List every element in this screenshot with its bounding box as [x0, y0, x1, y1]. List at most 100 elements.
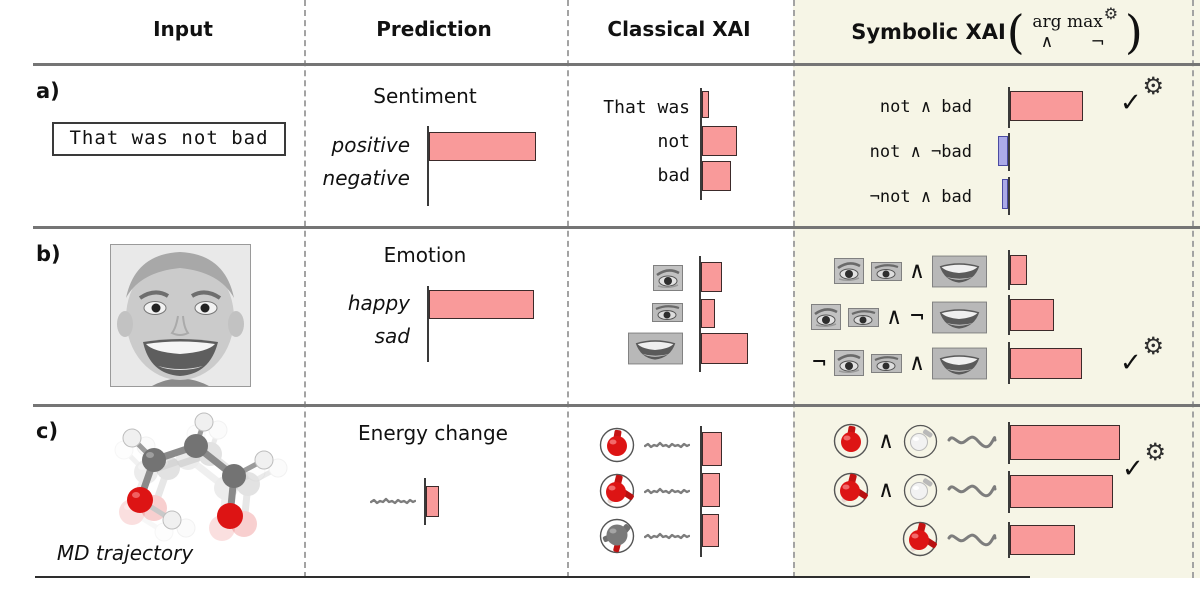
squiggle-big-icon: [947, 479, 997, 501]
md-trajectory-caption: MD trajectory: [56, 541, 194, 565]
and-operator: ∧: [887, 303, 902, 330]
classical-row: [653, 264, 683, 291]
row-label-a: a): [36, 79, 60, 103]
symbolic-query-row: ∧: [833, 471, 997, 509]
logic-operators-label: ∧ ¬: [1040, 32, 1121, 52]
bar-positive: [429, 132, 536, 161]
atom-oxygen-bonded-icon: [833, 472, 869, 508]
bar-query: [1002, 179, 1008, 209]
argmax-label: arg max: [1032, 12, 1103, 32]
axis-tick: [1008, 250, 1010, 290]
and-operator: ∧: [879, 476, 893, 503]
input-molecule-image: [92, 408, 292, 543]
class-label-sad: sad: [374, 324, 410, 348]
and-operator: ∧: [910, 257, 924, 284]
axis-tick: [1008, 522, 1010, 558]
squiggle-big-icon: [947, 528, 997, 550]
column-separator: [304, 0, 306, 578]
token-label: bad: [657, 165, 690, 186]
prediction-title-energy: Energy change: [358, 421, 508, 445]
classical-row: [599, 426, 690, 463]
check-icon: ✓: [1120, 88, 1142, 118]
gear-icon: ⚙: [1103, 4, 1119, 23]
not-operator: ¬: [910, 303, 924, 330]
check-icon: ✓: [1120, 348, 1142, 378]
bar-query: [1010, 525, 1075, 555]
atom-oxygen-bonded-icon: [599, 473, 635, 509]
symbolic-query-row: [902, 520, 997, 558]
axis: [700, 88, 702, 200]
eye-right-icon: [871, 353, 903, 373]
symbolic-query-row: ∧¬: [811, 299, 987, 335]
column-header-symbolic-xai: Symbolic XAI ( arg max ⚙ ∧ ¬ ): [798, 2, 1196, 62]
input-sentence-box: That was not bad: [52, 122, 286, 156]
axis: [424, 478, 426, 525]
axis-tick: [1008, 342, 1010, 384]
mouth-icon: [932, 301, 987, 334]
open-paren: (: [1006, 5, 1025, 59]
row-label-b: b): [36, 242, 61, 266]
column-separator: [567, 0, 569, 578]
classical-row: [599, 472, 690, 509]
bar-token: [702, 126, 737, 156]
axis: [700, 426, 702, 557]
row-divider: [33, 404, 1200, 407]
eye-right-icon: [652, 303, 683, 322]
atom-hydrogen-icon: [903, 424, 938, 459]
gear-icon: ⚙: [1144, 438, 1166, 466]
atom-hydrogen-icon: [903, 473, 938, 508]
mouth-icon: [932, 347, 987, 380]
squiggle-big-icon: [947, 430, 997, 452]
bar-token: [702, 91, 709, 118]
row-divider: [33, 226, 1200, 229]
squiggle-icon: [644, 484, 690, 498]
axis-tick: [1008, 422, 1010, 464]
eye-right-icon: [871, 261, 903, 281]
bar-query: [1010, 91, 1083, 121]
query-label: ¬not ∧ bad: [869, 187, 972, 207]
bar-atom: [702, 473, 720, 507]
mouth-icon: [932, 255, 987, 288]
column-header-classical-xai: Classical XAI: [607, 17, 751, 41]
bar-query: [1010, 299, 1054, 331]
symbolic-query-row: ∧: [834, 253, 987, 289]
close-paren: ): [1124, 5, 1143, 59]
bar-query: [1010, 425, 1120, 460]
trajectory-squiggle: [370, 494, 416, 508]
bar-query: [998, 136, 1008, 166]
symbolic-query-row: ∧: [833, 422, 997, 460]
atom-oxygen-icon: [833, 423, 869, 459]
atom-oxygen-icon: [599, 427, 635, 463]
axis: [427, 126, 429, 206]
classical-row: [652, 303, 683, 322]
argmax-check-gear-icon: ⚙ ✓: [1120, 332, 1164, 378]
class-label-happy: happy: [347, 291, 410, 315]
argmax-check-gear-icon: ⚙ ✓: [1122, 438, 1166, 484]
bar-patch: [701, 299, 715, 328]
eye-left-icon: [653, 264, 683, 291]
prediction-title-emotion: Emotion: [383, 243, 467, 267]
gear-icon: ⚙: [1142, 332, 1164, 360]
squiggle-icon: [644, 529, 690, 543]
bar-atom: [702, 432, 722, 466]
axis-tick: [1008, 295, 1010, 335]
bar-patch: [701, 333, 748, 364]
eye-left-icon: [834, 258, 865, 284]
query-label: not ∧ bad: [879, 97, 972, 117]
input-face-image: [110, 244, 251, 387]
bottom-rule: [35, 576, 1030, 578]
eye-left-icon: [834, 350, 865, 376]
token-label: not: [657, 131, 690, 152]
bar-query: [1010, 255, 1027, 285]
axis-tick: [1008, 133, 1010, 171]
eye-left-icon: [811, 304, 842, 330]
class-label-positive: positive: [331, 133, 410, 157]
classical-row: [628, 332, 683, 365]
column-separator: [1192, 0, 1194, 578]
column-header-prediction: Prediction: [376, 17, 492, 41]
axis-tick: [1008, 87, 1010, 128]
bar-energy: [426, 486, 439, 517]
atom-carbon-icon: [599, 518, 635, 554]
and-operator: ∧: [879, 427, 893, 454]
